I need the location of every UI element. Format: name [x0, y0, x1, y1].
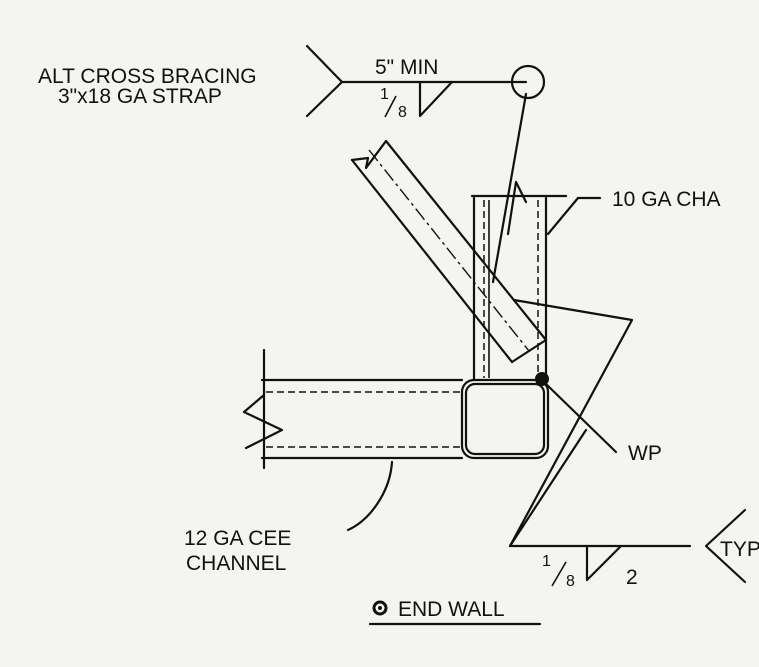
field-weld-circle-icon: [510, 64, 546, 100]
cee-leader: [346, 460, 394, 532]
alt-bracing-label-line2: 3"x18 GA STRAP: [58, 85, 222, 108]
weld-bottom-denominator: 8: [566, 573, 575, 590]
weld-top-denominator: 8: [398, 104, 407, 121]
vertical-channel-10ga: 10 GA CHA: [470, 180, 721, 382]
weld-bottom-length: 2: [626, 566, 638, 589]
channel-10ga-label: 10 GA CHA: [612, 188, 721, 211]
weld-arrow-top: [506, 180, 528, 236]
weld-leader-lower: [508, 428, 588, 548]
weld-tail-top: [305, 44, 344, 118]
horizontal-cee-channel: 12 GA CEE CHANNEL: [184, 348, 464, 575]
brace-break-line: [350, 139, 388, 170]
fraction-bar-bottom: [551, 561, 567, 587]
end-wall-title: END WALL: [368, 598, 542, 626]
fillet-weld-symbol-bottom: [585, 544, 623, 582]
weld-tail-bottom: [704, 508, 747, 584]
wp-leader: [544, 382, 618, 454]
fraction-bar-top: [384, 95, 397, 118]
min-weld-label: 5" MIN: [375, 56, 438, 79]
wp-callout: WP: [544, 382, 662, 465]
work-point-marker: [535, 372, 549, 386]
square-tube-column: [460, 372, 550, 460]
section-circle-icon: [372, 600, 388, 616]
typ-label: TYP: [720, 538, 759, 561]
fillet-weld-symbol-top: [418, 80, 454, 118]
typ-weld-callout: 1 8 2 TYP: [508, 298, 759, 590]
weld-top-numerator: 1: [380, 86, 389, 103]
diagonal-brace: [350, 139, 548, 364]
alt-bracing-label-line1: ALT CROSS BRACING: [38, 65, 257, 88]
cee-label-line1: 12 GA CEE: [184, 527, 291, 550]
channel-10ga-leader: [546, 196, 602, 236]
weld-leader-line-top: [491, 92, 528, 284]
end-wall-label: END WALL: [398, 598, 505, 621]
weld-bottom-numerator: 1: [542, 553, 551, 570]
cee-break-line: [242, 393, 284, 450]
alt-bracing-callout: ALT CROSS BRACING 3"x18 GA STRAP 5" MIN …: [38, 44, 546, 284]
wp-label: WP: [628, 442, 662, 465]
cee-label-line2: CHANNEL: [186, 552, 286, 575]
weld-leader-upper: [508, 298, 634, 548]
